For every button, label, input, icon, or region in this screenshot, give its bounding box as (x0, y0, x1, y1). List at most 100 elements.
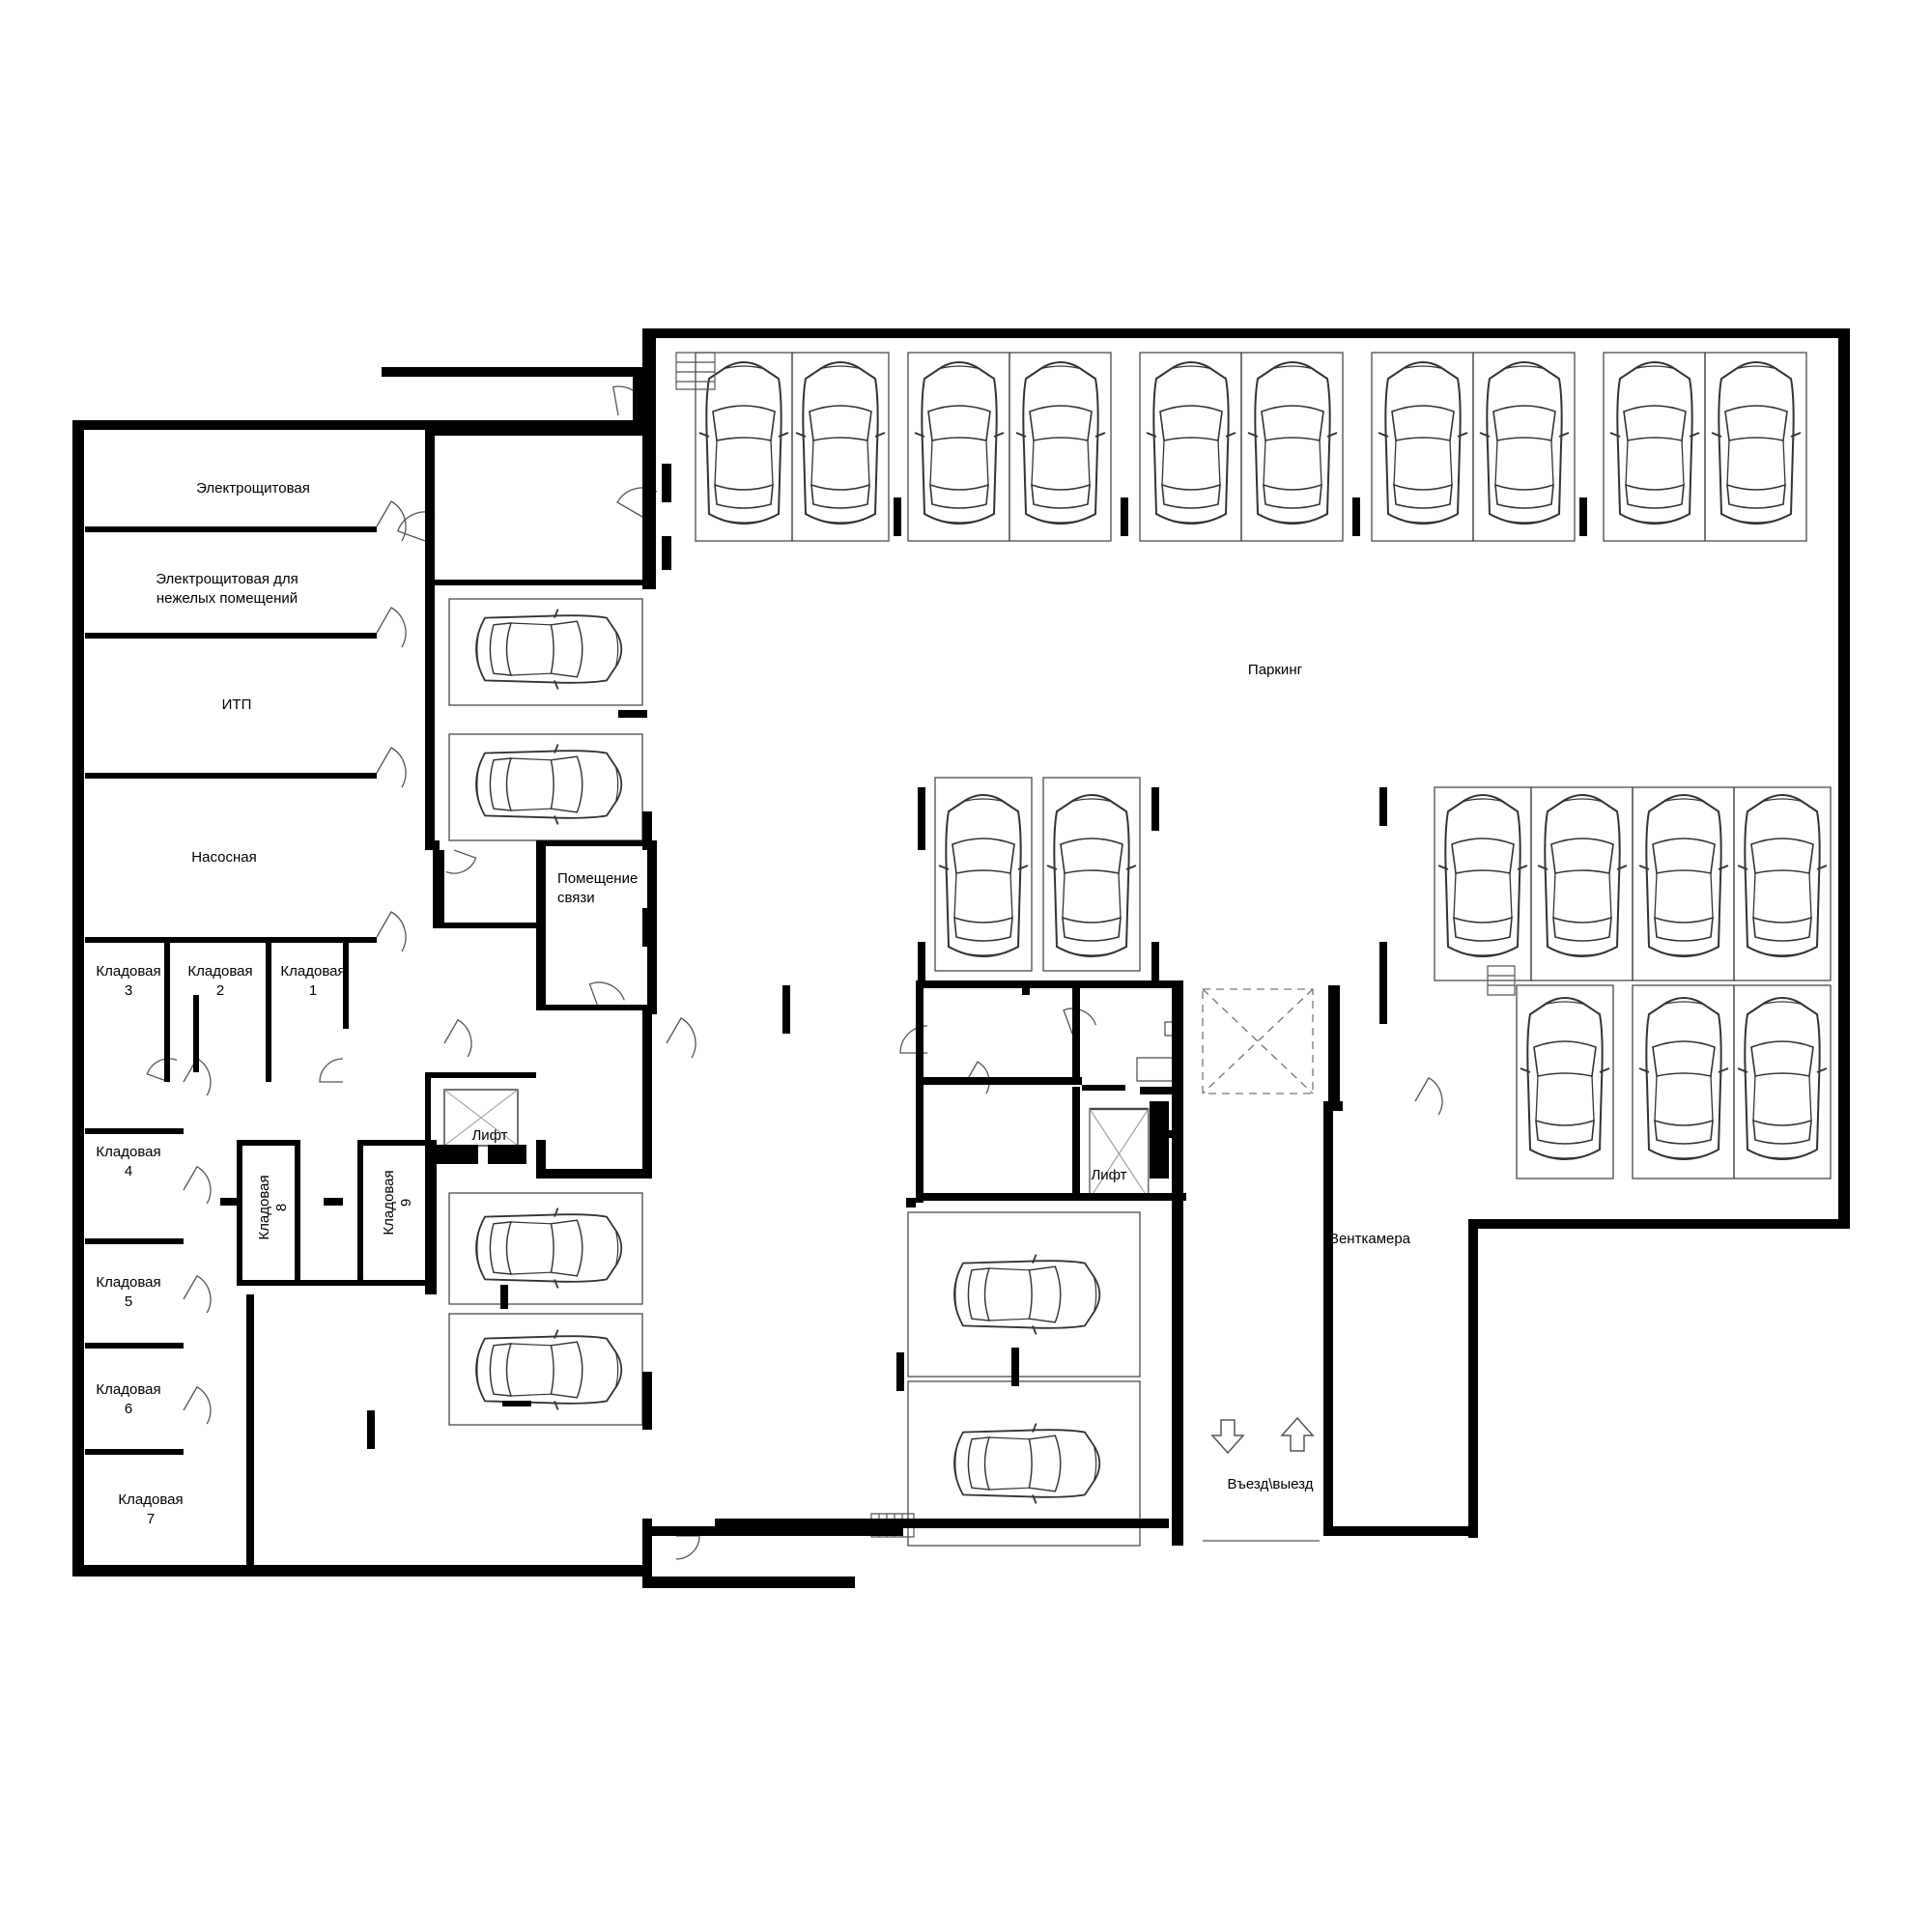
car-top-view-icon (795, 361, 886, 525)
label-storage-1-number: 1 (309, 982, 317, 999)
label-comm-1: Помещение (557, 870, 638, 887)
parking-bay (1704, 352, 1807, 542)
door-swing-icon (445, 849, 477, 874)
car-top-view-icon (953, 1422, 1101, 1505)
door-swing-icon (376, 500, 407, 542)
wall-segment (642, 908, 652, 947)
wall-segment (642, 1519, 652, 1577)
door-swing-icon (1063, 1008, 1097, 1035)
wall-segment (1838, 328, 1850, 1227)
wall-segment (1150, 1130, 1174, 1138)
wall-segment (1379, 787, 1387, 826)
wall-segment (1121, 497, 1128, 536)
car-top-view-icon (475, 1328, 623, 1411)
wall-segment (536, 840, 647, 846)
label-itp: ИТП (222, 696, 252, 713)
label-lift-right: Лифт (1091, 1167, 1126, 1183)
door-swing-icon (183, 1165, 212, 1205)
wall-segment (343, 937, 349, 1029)
wall-segment (85, 1449, 184, 1455)
ramp-shaft (1202, 988, 1314, 1094)
wall-segment (618, 710, 647, 718)
wall-segment (642, 1577, 855, 1588)
car-top-view-icon (1146, 361, 1236, 525)
door-swing-icon (319, 1058, 344, 1083)
wall-segment (425, 1072, 431, 1145)
car-top-view-icon (914, 361, 1005, 525)
wall-segment (425, 1072, 536, 1078)
wall-segment (782, 985, 790, 1034)
label-storage-4: Кладовая (96, 1144, 160, 1160)
wall-segment (246, 1294, 254, 1570)
wall-segment (894, 497, 901, 536)
wall-segment (1011, 1348, 1019, 1386)
thin-lines (1136, 1021, 1320, 1542)
wall-segment (367, 1410, 375, 1449)
wall-segment (642, 328, 656, 589)
wall-segment (1140, 1087, 1179, 1094)
car-top-view-icon (1437, 794, 1528, 957)
label-comm-2: связи (557, 890, 595, 906)
wall-segment (642, 1372, 652, 1430)
wall-segment (536, 1140, 546, 1179)
label-storage-8: Кладовая (256, 1175, 272, 1239)
door-swing-icon (146, 1058, 178, 1083)
parking-bay (907, 1211, 1141, 1378)
wall-segment (1082, 1085, 1125, 1091)
wall-segment (633, 367, 642, 425)
car-top-view-icon (1015, 361, 1106, 525)
label-storage-8-number: 8 (273, 1204, 290, 1211)
wall-segment (642, 811, 652, 850)
car-top-view-icon (1711, 361, 1802, 525)
car-layer (475, 361, 1828, 1505)
wall-segment (425, 840, 440, 850)
wall-segment (85, 773, 377, 779)
wall-segment (237, 1140, 295, 1146)
wall-segment (488, 1145, 526, 1164)
lift-icon-right (1088, 1107, 1151, 1201)
label-storage-4-number: 4 (125, 1163, 132, 1179)
car-top-view-icon (1737, 997, 1828, 1160)
wall-segment (1379, 976, 1387, 1024)
car-top-view-icon (938, 794, 1029, 957)
arrow-down-icon (1210, 1419, 1245, 1455)
wall-segment (916, 980, 923, 1203)
wall-segment (1323, 1526, 1478, 1536)
label-storage-7-number: 7 (147, 1511, 155, 1527)
wall-segment (220, 1198, 240, 1206)
car-top-view-icon (698, 361, 789, 525)
label-storage-1: Кладовая (280, 963, 345, 980)
wall-segment (193, 995, 199, 1072)
wall-segment (433, 850, 444, 927)
label-storage-7: Кладовая (118, 1492, 183, 1508)
door-swing-icon (376, 607, 407, 648)
wall-segment (433, 580, 650, 585)
parking-bay (1472, 352, 1576, 542)
door-swing-icon (675, 1535, 700, 1560)
parking-bay (448, 598, 643, 706)
wall-segment (1022, 985, 1030, 995)
label-storage-3-number: 3 (125, 982, 132, 999)
wall-segment (916, 1077, 1012, 1085)
parking-bay (934, 777, 1033, 972)
wall-segment (324, 1198, 343, 1206)
wall-segment (1072, 980, 1080, 1077)
car-top-view-icon (475, 743, 623, 826)
car-top-view-icon (1479, 361, 1570, 525)
car-top-view-icon (1737, 794, 1828, 957)
wall-segment (896, 1352, 904, 1391)
wall-segment (1151, 942, 1159, 980)
label-electro-nonres-1: Электрощитовая для (156, 571, 298, 587)
door-swing-icon (376, 747, 407, 788)
car-top-view-icon (953, 1253, 1101, 1336)
car-top-view-icon (475, 608, 623, 691)
wall-segment (715, 1519, 1169, 1528)
wall-segment (916, 1193, 1186, 1201)
wall-segment (1328, 985, 1340, 1111)
wall-segment (642, 1005, 652, 1179)
wall-segment (536, 1169, 642, 1179)
label-vent: Венткамера (1329, 1231, 1411, 1247)
wall-segment (1468, 1219, 1850, 1229)
label-ramp: Въезд\выезд (1228, 1476, 1314, 1492)
wall-segment (1172, 980, 1183, 1541)
